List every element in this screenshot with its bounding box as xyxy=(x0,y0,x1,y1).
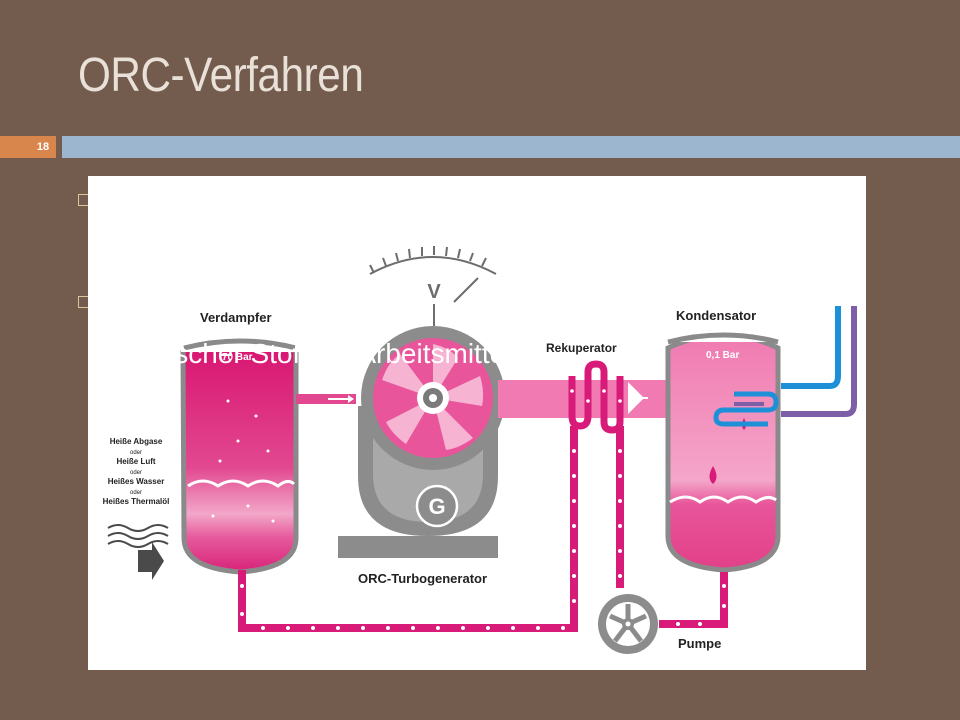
pump xyxy=(598,594,658,654)
label-verdampfer-pressure: 70 Bar xyxy=(222,352,253,363)
voltmeter-gauge: V xyxy=(369,246,497,326)
title-rule-bar xyxy=(62,136,960,158)
verdampfer-tank xyxy=(180,332,299,575)
heat-source-or: oder xyxy=(130,450,142,456)
slide-title: ORC-Verfahren xyxy=(78,49,364,102)
cooling-water-loop xyxy=(713,306,857,427)
label-kondensator: Kondensator xyxy=(676,308,756,323)
heat-source-item: Heiße Abgase xyxy=(110,437,163,446)
heat-wave-icon xyxy=(107,524,169,548)
label-rekuperator: Rekuperator xyxy=(546,341,617,355)
steam-pipe xyxy=(296,394,356,404)
heat-sources-list: Heiße Abgase oder Heiße Luft oder Heißes… xyxy=(103,437,170,506)
label-turbogenerator: ORC-Turbogenerator xyxy=(358,571,487,586)
label-pumpe: Pumpe xyxy=(678,636,721,651)
heat-source-item: Heißes Thermalöl xyxy=(103,497,170,506)
label-kondensator-pressure: 0,1 Bar xyxy=(706,350,739,361)
heat-source-or: oder xyxy=(130,470,142,476)
rekuperator-coil xyxy=(568,360,624,434)
heat-source-item: Heißes Wasser xyxy=(108,477,165,486)
heat-input-arrow-icon xyxy=(138,542,164,580)
heat-source-or: oder xyxy=(130,490,142,496)
label-verdampfer: Verdampfer xyxy=(200,310,272,325)
meter-v-symbol: V xyxy=(427,281,441,303)
heat-source-item: Heiße Luft xyxy=(116,457,155,466)
orc-turbogenerator: G xyxy=(338,326,608,558)
page-number-box: 18 xyxy=(0,136,56,158)
page-number: 18 xyxy=(36,141,50,153)
kondensator-tank xyxy=(665,326,783,573)
orc-process-diagram: G xyxy=(88,176,866,670)
overlay-bullet-text: ischer Stoff als Arbeitsmittel xyxy=(168,338,512,369)
generator-g-symbol: G xyxy=(428,494,445,519)
